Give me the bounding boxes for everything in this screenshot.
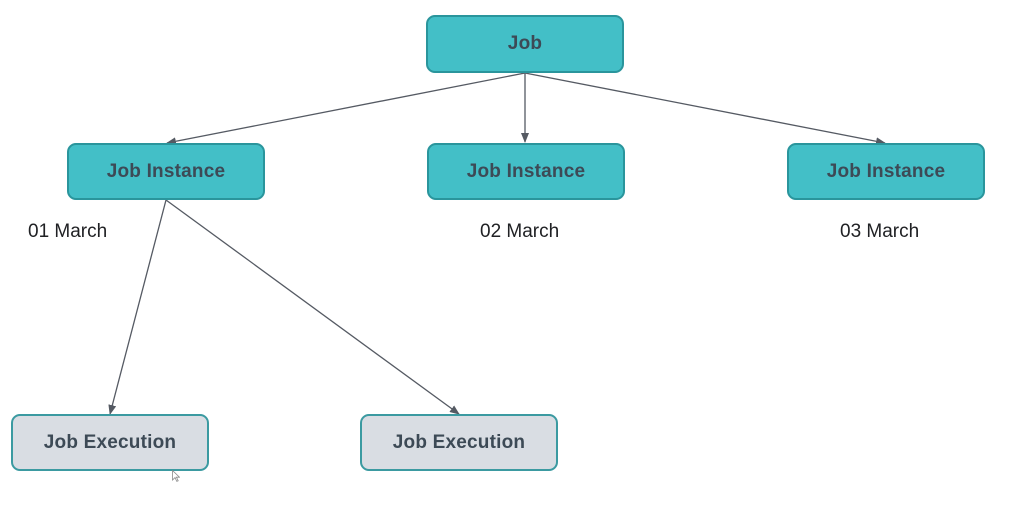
job-execution-label: Job Execution (43, 431, 177, 453)
job-instance-node-1[interactable]: Job Instance (67, 143, 265, 200)
job-node[interactable]: Job (426, 15, 624, 73)
job-instance-label: Job Instance (106, 160, 226, 182)
edge-job-to-instance-3 (524, 72, 886, 146)
job-instance-node-3[interactable]: Job Instance (787, 143, 985, 200)
job-node-label: Job (507, 33, 543, 54)
instance-date-1: 01 March (28, 221, 108, 242)
job-instance-label: Job Instance (466, 160, 586, 182)
instance-date-3: 03 March (840, 221, 920, 242)
instance-date-2: 02 March (480, 221, 560, 242)
edge-job-to-instance-1 (166, 72, 526, 146)
job-execution-node-1[interactable]: Job Execution (11, 414, 209, 471)
job-execution-label: Job Execution (392, 431, 526, 453)
mouse-pointer-icon (172, 470, 180, 482)
job-execution-node-2[interactable]: Job Execution (360, 414, 558, 471)
job-instance-label: Job Instance (826, 160, 946, 182)
edge-instance-1-to-execution-2 (165, 199, 460, 415)
edge-instance-1-to-execution-1 (108, 199, 167, 415)
job-instance-node-2[interactable]: Job Instance (427, 143, 625, 200)
